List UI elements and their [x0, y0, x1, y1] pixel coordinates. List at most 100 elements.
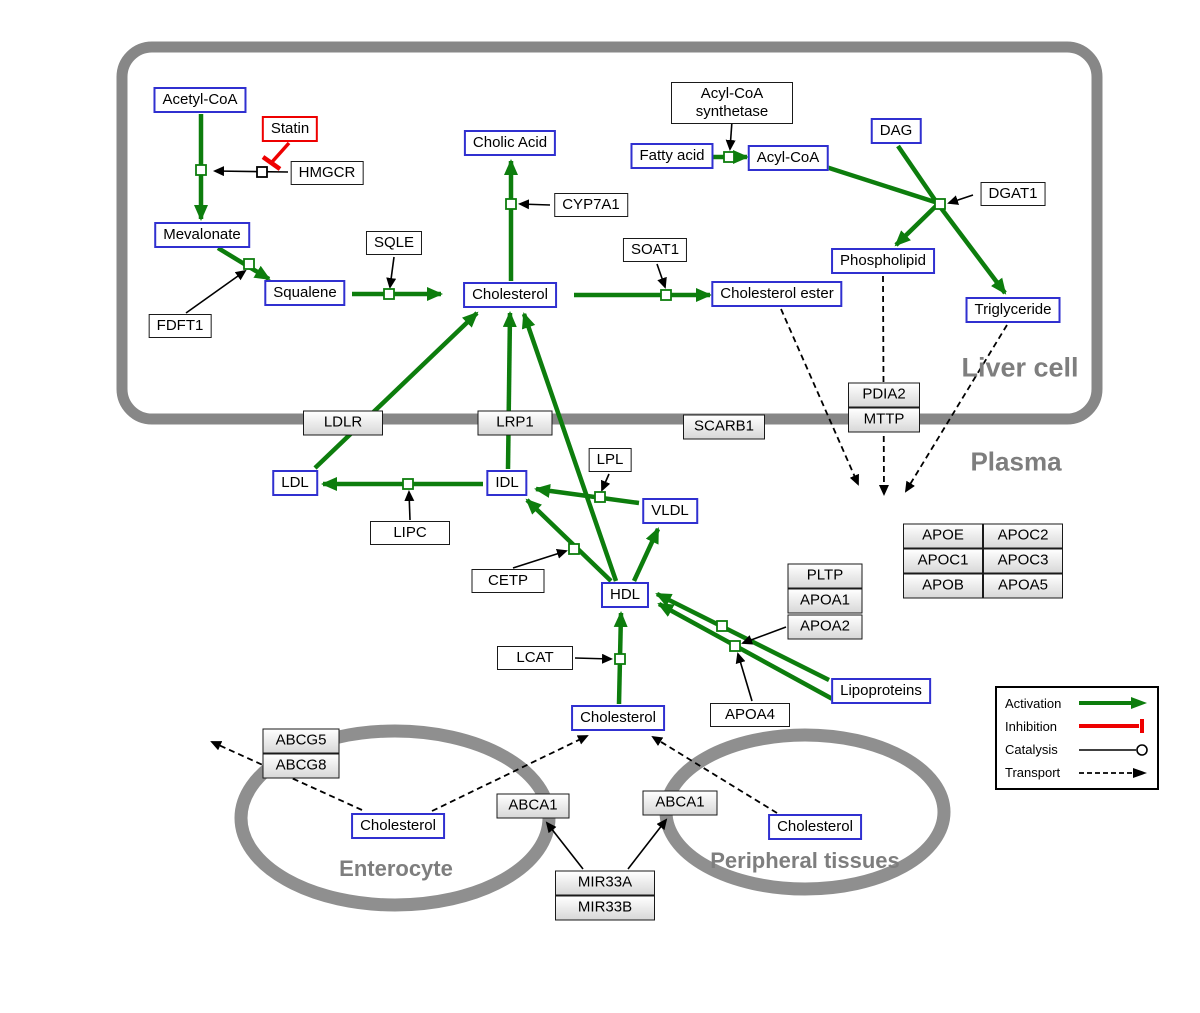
- node-mttp[interactable]: MTTP: [848, 407, 920, 433]
- cat-lipc: [404, 490, 415, 521]
- edge-acylcoa-dgat1: [825, 164, 939, 206]
- node-cholesterol-plasma[interactable]: Cholesterol: [571, 705, 665, 731]
- node-cholesterol-peripheral[interactable]: Cholesterol: [768, 814, 862, 840]
- inhibition-tbar-icon: [1079, 719, 1144, 734]
- node-cholesterol-liver[interactable]: Cholesterol: [463, 282, 557, 308]
- reaction-anchors: [195, 151, 946, 665]
- edge-dag-dgat1: [896, 144, 937, 202]
- node-idl[interactable]: IDL: [486, 470, 528, 496]
- catalysis-edges: [185, 120, 974, 870]
- node-cholic-acid[interactable]: Cholic Acid: [463, 130, 557, 156]
- node-hdl[interactable]: HDL: [600, 582, 650, 608]
- node-apoc1[interactable]: APOC1: [903, 548, 983, 574]
- node-abca1-peripheral[interactable]: ABCA1: [642, 790, 718, 816]
- trans-cholesterolester-plasma: [780, 308, 859, 486]
- node-fdft1[interactable]: FDFT1: [148, 314, 212, 338]
- legend-inhibition-label: Inhibition: [1005, 718, 1058, 734]
- cat-fdft1: [185, 269, 247, 314]
- node-apoa2[interactable]: APOA2: [787, 614, 863, 640]
- legend-catalysis-row: Catalysis: [1005, 742, 1149, 758]
- cat-lpl: [601, 473, 611, 492]
- node-lipoproteins[interactable]: Lipoproteins: [831, 678, 931, 704]
- cat-mir33-abca1-left: [545, 821, 584, 870]
- cat-hmgcr: [213, 166, 289, 177]
- node-apoa5[interactable]: APOA5: [983, 573, 1063, 599]
- node-hmgcr[interactable]: HMGCR: [290, 161, 364, 185]
- node-abcg5[interactable]: ABCG5: [262, 728, 340, 754]
- cat-acylcoa-synthetase: [725, 120, 736, 151]
- legend-transport-row: Transport: [1005, 765, 1149, 781]
- transport-dashed-arrow-icon: [1079, 767, 1147, 778]
- node-lipc[interactable]: LIPC: [370, 521, 450, 545]
- node-squalene[interactable]: Squalene: [264, 280, 346, 306]
- node-ldlr[interactable]: LDLR: [303, 410, 383, 436]
- node-sqle[interactable]: SQLE: [365, 231, 423, 255]
- plasma-label: Plasma: [970, 446, 1062, 477]
- node-mevalonate[interactable]: Mevalonate: [154, 222, 250, 248]
- node-apoa4[interactable]: APOA4: [710, 703, 790, 727]
- cat-mir33-abca1-right: [627, 818, 668, 870]
- edge-ldl-cholesterol: [313, 311, 479, 470]
- legend-activation-row: Activation: [1005, 695, 1149, 711]
- node-fatty-acid[interactable]: Fatty acid: [630, 143, 714, 169]
- node-scarb1[interactable]: SCARB1: [683, 414, 765, 440]
- inhib-statin-line: [270, 141, 291, 164]
- node-dgat1[interactable]: DGAT1: [980, 182, 1046, 206]
- legend-activation-label: Activation: [1005, 695, 1062, 711]
- trans-peripheral-cholesterol-plasma: [651, 735, 778, 814]
- trans-phospholipid-plasma: [878, 275, 889, 496]
- cat-apoa-stack: [741, 626, 787, 645]
- node-cholesterol-enterocyte[interactable]: Cholesterol: [351, 813, 445, 839]
- liver-cell-label: Liver cell: [961, 352, 1079, 383]
- node-apoc3[interactable]: APOC3: [983, 548, 1063, 574]
- node-phospholipid[interactable]: Phospholipid: [831, 248, 935, 274]
- node-dag[interactable]: DAG: [870, 118, 922, 144]
- edge-hdl-cholesterol: [521, 312, 619, 582]
- activation-arrow-icon: [1079, 697, 1147, 709]
- node-acyl-coa-synthetase[interactable]: Acyl-CoA synthetase: [671, 82, 793, 124]
- enterocyte-label: Enterocyte: [339, 856, 453, 881]
- cat-lcat: [574, 653, 613, 664]
- node-lpl[interactable]: LPL: [588, 448, 632, 472]
- node-lcat[interactable]: LCAT: [497, 646, 573, 670]
- node-apoa1[interactable]: APOA1: [787, 588, 863, 614]
- cat-cyp7a1: [518, 199, 551, 210]
- node-pdia2[interactable]: PDIA2: [848, 382, 920, 408]
- cat-dgat1: [947, 194, 974, 205]
- catalysis-circle-icon: [1079, 743, 1148, 756]
- edge-dgat1-triglyceride: [939, 206, 1007, 295]
- node-ldl[interactable]: LDL: [272, 470, 318, 496]
- edge-lipoproteins-hdl-2: [657, 602, 840, 704]
- inhibition-edges: [261, 141, 291, 171]
- node-apoe[interactable]: APOE: [903, 523, 983, 549]
- node-pltp[interactable]: PLTP: [787, 563, 863, 589]
- node-apoc2[interactable]: APOC2: [983, 523, 1063, 549]
- node-lrp1[interactable]: LRP1: [477, 410, 553, 436]
- legend-inhibition-row: Inhibition: [1005, 718, 1149, 734]
- node-soat1[interactable]: SOAT1: [622, 238, 688, 262]
- node-cetp[interactable]: CETP: [471, 569, 545, 593]
- edge-dgat1-phospholipid: [894, 204, 938, 247]
- edge-hdl-vldl: [631, 527, 661, 582]
- cat-apoa4: [735, 652, 753, 702]
- legend-catalysis-label: Catalysis: [1005, 742, 1058, 758]
- peripheral-tissues-label: Peripheral tissues: [710, 848, 900, 873]
- node-cholesterol-ester[interactable]: Cholesterol ester: [711, 281, 843, 307]
- trans-enterocyte-cholesterol-plasma: [431, 735, 589, 812]
- node-abcg8[interactable]: ABCG8: [262, 753, 340, 779]
- node-cyp7a1[interactable]: CYP7A1: [554, 193, 628, 217]
- node-apob[interactable]: APOB: [903, 573, 983, 599]
- node-acetyl-coa[interactable]: Acetyl-CoA: [153, 87, 247, 113]
- cat-sqle: [386, 256, 397, 289]
- node-statin[interactable]: Statin: [261, 116, 319, 142]
- node-mir33b[interactable]: MIR33B: [555, 895, 655, 921]
- legend-transport-label: Transport: [1005, 765, 1061, 781]
- node-vldl[interactable]: VLDL: [642, 498, 698, 524]
- node-acyl-coa[interactable]: Acyl-CoA: [747, 145, 829, 171]
- catalysis-anchor-hmgcr: [256, 166, 268, 178]
- node-triglyceride[interactable]: Triglyceride: [965, 297, 1061, 323]
- node-mir33a[interactable]: MIR33A: [555, 870, 655, 896]
- node-abca1-enterocyte[interactable]: ABCA1: [496, 793, 570, 819]
